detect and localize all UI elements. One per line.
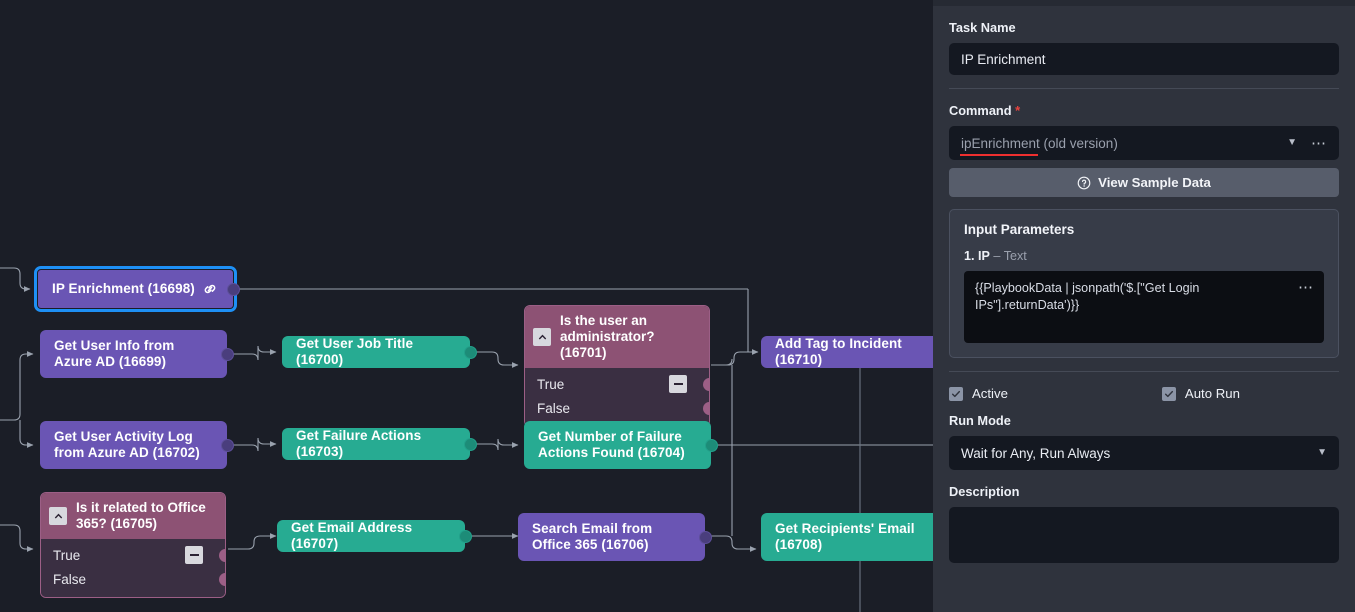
command-label-text: Command [949, 103, 1012, 118]
flow-node-label: Add Tag to Incident (16710) [775, 336, 902, 367]
description-label: Description [949, 484, 1020, 499]
condition-branch-false[interactable]: False [41, 567, 225, 591]
flow-node-16700[interactable]: Get User Job Title (16700) [282, 336, 477, 368]
flow-node-16698[interactable]: IP Enrichment (16698) [34, 266, 240, 312]
condition-header[interactable]: Is the user an administrator? (16701) [525, 306, 709, 368]
node-output-port[interactable] [463, 345, 477, 359]
task-name-value: IP Enrichment [961, 51, 1046, 67]
command-select[interactable]: ipEnrichment (old version) ▼ ⋯ [949, 126, 1339, 160]
description-textarea[interactable] [949, 507, 1339, 563]
input-parameters-title: Input Parameters [964, 222, 1075, 237]
node-output-port[interactable] [458, 529, 472, 543]
node-output-port[interactable] [220, 438, 234, 452]
flow-node-16701[interactable]: Is the user an administrator? (16701) Tr… [524, 305, 710, 427]
condition-branch-true[interactable]: True [41, 543, 225, 567]
condition-branches: True False [41, 539, 225, 597]
run-mode-select[interactable]: Wait for Any, Run Always ▼ [949, 436, 1339, 470]
parameter-value-text: {{PlaybookData | jsonpath('$.["Get Login… [975, 281, 1200, 312]
active-label: Active [972, 386, 1008, 401]
parameter-value-input[interactable]: {{PlaybookData | jsonpath('$.["Get Login… [964, 271, 1324, 343]
flow-node-16708[interactable]: Get Recipients' Email (16708) [761, 513, 933, 561]
flow-node-16710[interactable]: Add Tag to Incident (16710) [761, 336, 933, 368]
view-sample-data-label: View Sample Data [1098, 175, 1211, 190]
collapse-icon[interactable] [669, 375, 687, 393]
condition-branch-true[interactable]: True [525, 372, 709, 396]
branch-label: True [53, 547, 81, 563]
ellipsis-icon[interactable]: ⋯ [1298, 279, 1314, 296]
flow-node-16707[interactable]: Get Email Address (16707) [277, 520, 472, 552]
command-label: Command * [949, 103, 1339, 118]
branch-output-port[interactable] [219, 572, 225, 586]
command-error-underline [960, 153, 1038, 156]
flow-node-label: Get Recipients' Email (16708) [775, 521, 915, 552]
flow-node-label: Get Number of Failure Actions Found (167… [538, 429, 685, 460]
connector-edges [0, 267, 933, 612]
command-value: ipEnrichment (old version) [961, 135, 1118, 151]
flow-node-16702[interactable]: Get User Activity Log from Azure AD (167… [40, 421, 234, 469]
auto-run-label: Auto Run [1184, 386, 1240, 401]
flow-node-16703[interactable]: Get Failure Actions (16703) [282, 428, 477, 460]
condition-branch-false[interactable]: False [525, 396, 709, 420]
flow-node-label: Get User Activity Log from Azure AD (167… [54, 429, 200, 460]
node-output-port[interactable] [698, 530, 712, 544]
branch-output-port[interactable] [703, 377, 709, 391]
branch-label: False [53, 571, 87, 587]
condition-header[interactable]: Is it related to Office 365? (16705) [41, 493, 225, 539]
auto-run-checkbox[interactable]: Auto Run [1161, 386, 1240, 401]
node-output-port[interactable] [704, 438, 718, 452]
active-checkbox[interactable]: Active [949, 386, 1008, 401]
parameter-header: 1. IP – Text [964, 249, 1324, 263]
toggles-row: Active Auto Run [949, 386, 1339, 401]
flow-node-label: Get Email Address (16707) [291, 520, 413, 551]
flow-node-16704[interactable]: Get Number of Failure Actions Found (167… [524, 421, 718, 469]
section-divider-1 [949, 88, 1339, 89]
task-name-label: Task Name [949, 20, 1016, 35]
flow-node-label: Get Failure Actions (16703) [296, 428, 422, 459]
branch-output-port[interactable] [703, 401, 709, 415]
task-name-input[interactable]: IP Enrichment [949, 43, 1339, 75]
condition-branches: True False [525, 368, 709, 426]
flow-node-label: Get User Job Title (16700) [296, 336, 414, 367]
flow-node-16699[interactable]: Get User Info from Azure AD (16699) [40, 330, 234, 378]
run-mode-label: Run Mode [949, 413, 1011, 428]
node-output-port[interactable] [220, 347, 234, 361]
flow-node-label: Is it related to Office 365? (16705) [76, 500, 206, 531]
parameter-index: 1. [964, 249, 975, 263]
section-divider-2 [949, 371, 1339, 372]
help-circle-icon [1077, 176, 1091, 189]
input-parameters-card: Input Parameters 1. IP – Text {{Playbook… [949, 209, 1339, 358]
branch-label: False [537, 400, 571, 416]
view-sample-data-button[interactable]: View Sample Data [949, 168, 1339, 197]
parameter-type: – Text [993, 249, 1027, 263]
link-icon[interactable] [201, 280, 219, 298]
collapse-icon[interactable] [185, 546, 203, 564]
checkbox-checked-icon[interactable] [949, 386, 963, 401]
ellipsis-icon[interactable]: ⋯ [1311, 134, 1327, 152]
flow-node-label: Is the user an administrator? (16701) [560, 313, 655, 360]
chevron-down-icon[interactable]: ▼ [1317, 447, 1327, 458]
flow-node-16706[interactable]: Search Email from Office 365 (16706) [518, 513, 712, 561]
required-marker: * [1015, 103, 1021, 118]
flow-node-16705[interactable]: Is it related to Office 365? (16705) Tru… [40, 492, 226, 598]
flow-node-label: Search Email from Office 365 (16706) [532, 521, 653, 552]
run-mode-value: Wait for Any, Run Always [961, 445, 1111, 461]
chevron-up-icon[interactable] [49, 507, 67, 525]
parameter-name: IP [978, 249, 990, 263]
node-output-port[interactable] [226, 282, 240, 296]
checkbox-checked-icon[interactable] [1161, 386, 1176, 401]
chevron-up-icon[interactable] [533, 328, 551, 346]
task-properties-panel: Task Name IP Enrichment Command * ipEnri… [933, 0, 1355, 612]
branch-output-port[interactable] [219, 548, 225, 562]
node-output-port[interactable] [463, 437, 477, 451]
playbook-canvas[interactable]: IP Enrichment (16698) Get User Info from… [0, 0, 933, 612]
chevron-down-icon[interactable]: ▼ [1287, 137, 1297, 148]
branch-label: True [537, 376, 565, 392]
flow-node-label: IP Enrichment (16698) [52, 281, 195, 296]
flow-node-label: Get User Info from Azure AD (16699) [54, 338, 175, 369]
